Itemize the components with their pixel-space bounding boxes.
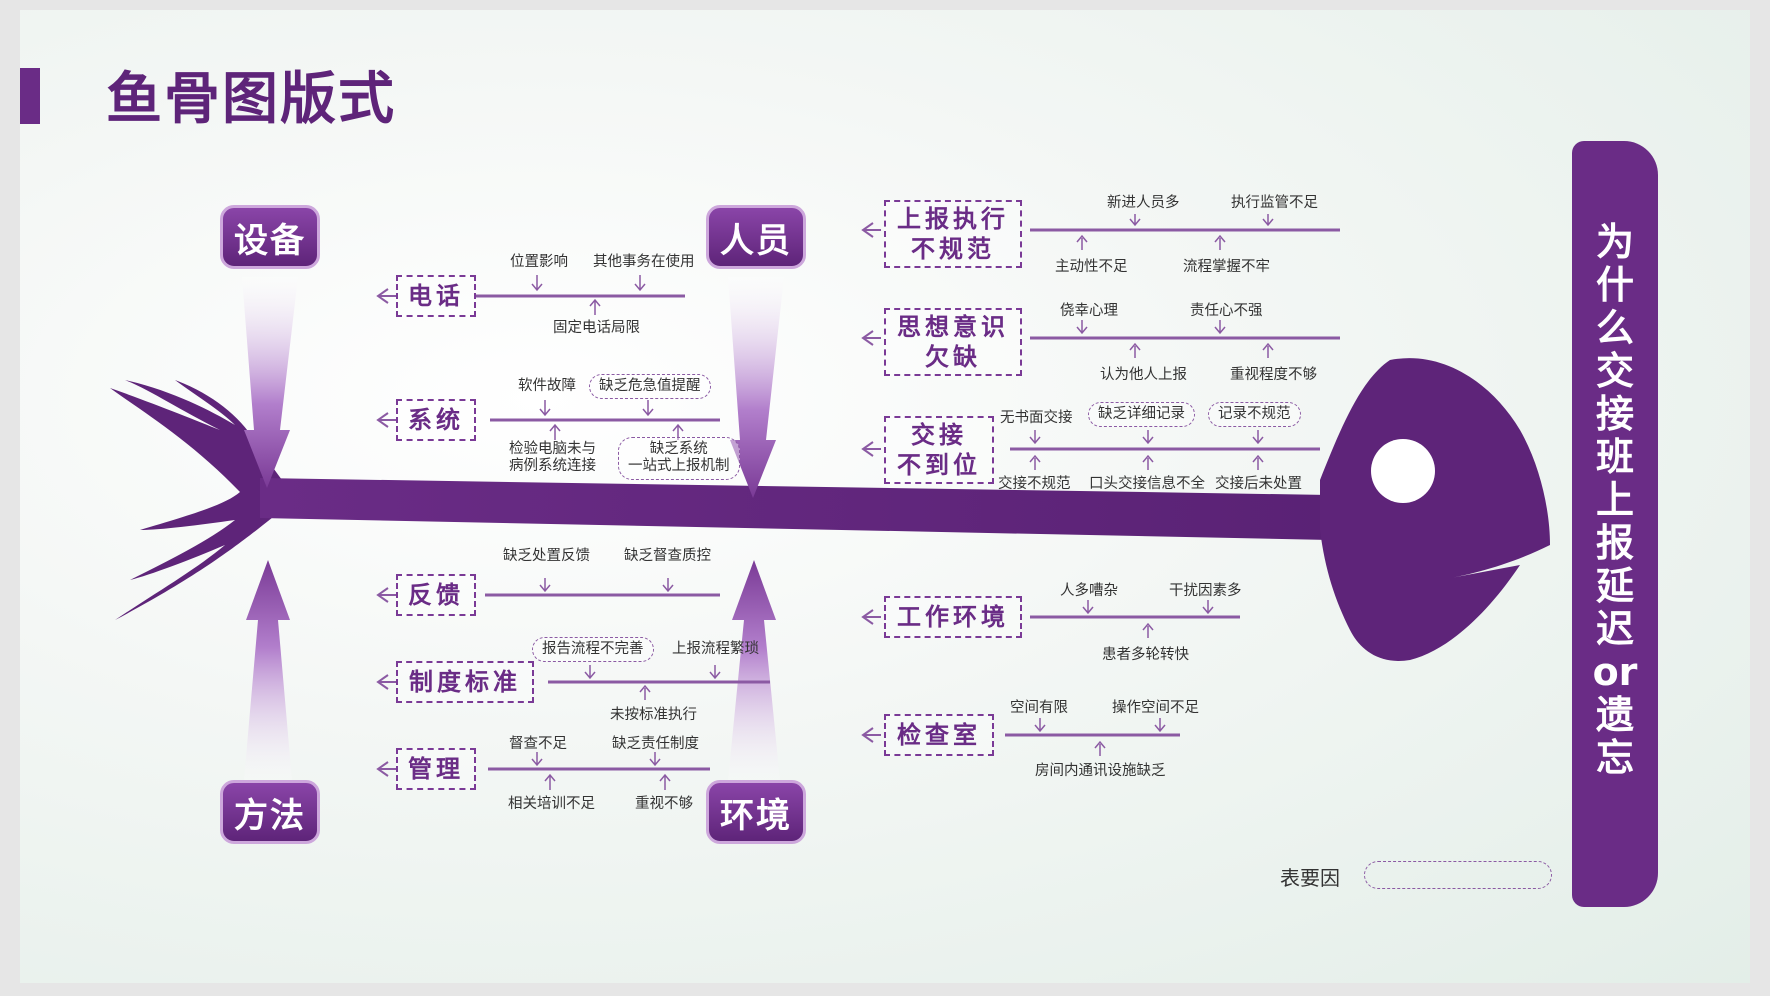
sub-cause: 其他事务在使用	[593, 254, 695, 270]
sub-cause-key: 缺乏详细记录	[1088, 402, 1195, 428]
sub-cause-key: 报告流程不完善	[532, 637, 654, 663]
pointer-arrows	[376, 222, 881, 777]
title-accent-bar	[20, 68, 40, 124]
cause-standard: 制度标准	[396, 661, 534, 703]
sub-cause: 相关培训不足	[508, 796, 595, 812]
category-personnel: 人员	[706, 205, 806, 269]
sub-cause: 督查不足	[509, 736, 567, 752]
sub-cause: 缺乏责任制度	[612, 736, 699, 752]
branch-lines	[475, 228, 1340, 771]
cause-handover: 交接 不到位	[884, 416, 994, 484]
sub-cause: 交接后未处置	[1215, 476, 1302, 492]
problem-char: 什	[1595, 263, 1634, 307]
fish-spine	[260, 478, 1330, 540]
problem-char: 报	[1595, 521, 1634, 565]
sub-cause-key: 缺乏系统 一站式上报机制	[618, 437, 740, 480]
problem-char: 遗	[1595, 693, 1634, 737]
fish-head	[1320, 358, 1550, 661]
cause-management: 管理	[396, 748, 476, 790]
category-equipment: 设备	[220, 205, 320, 269]
sub-cause: 固定电话局限	[553, 320, 640, 336]
cause-system: 系统	[396, 399, 476, 441]
sub-cause: 流程掌握不牢	[1183, 259, 1270, 275]
arrow-environment	[728, 560, 780, 780]
sub-cause: 主动性不足	[1055, 259, 1128, 275]
problem-char: 班	[1595, 435, 1634, 479]
problem-char: 上	[1595, 478, 1634, 522]
sub-cause: 认为他人上报	[1100, 367, 1187, 383]
category-method: 方法	[220, 780, 320, 844]
arrow-equipment	[242, 277, 298, 488]
fish-eye	[1371, 439, 1435, 503]
sub-cause-key: 记录不规范	[1208, 402, 1301, 428]
sub-cause: 检验电脑未与 病例系统连接	[509, 441, 596, 475]
sub-cause: 口头交接信息不全	[1089, 476, 1205, 492]
sub-cause-key: 缺乏危急值提醒	[589, 374, 711, 400]
slide: 鱼骨图版式 设备 人员 方法 环境 电话 系统 反馈 制度标准 管理 上报执行 …	[20, 10, 1750, 983]
sub-cause: 重视程度不够	[1230, 367, 1317, 383]
sub-cause: 上报流程繁琐	[672, 641, 759, 657]
cause-phone: 电话	[396, 275, 476, 317]
page-title: 鱼骨图版式	[106, 67, 396, 132]
fish-tail	[110, 380, 282, 620]
problem-char: 迟	[1595, 607, 1634, 651]
arrow-method	[244, 560, 292, 780]
problem-char: 接	[1595, 392, 1634, 436]
cause-exam-room: 检查室	[884, 714, 994, 756]
sub-cause: 无书面交接	[1000, 410, 1073, 426]
sub-cause: 执行监管不足	[1231, 195, 1318, 211]
sub-cause: 责任心不强	[1190, 303, 1263, 319]
sub-cause: 操作空间不足	[1112, 700, 1199, 716]
sub-cause: 位置影响	[510, 254, 568, 270]
problem-char: 交	[1595, 349, 1634, 393]
problem-char: or	[1592, 650, 1638, 694]
problem-char: 么	[1595, 306, 1634, 350]
problem-char: 为	[1595, 220, 1634, 264]
sub-cause: 空间有限	[1010, 700, 1068, 716]
cause-feedback: 反馈	[396, 574, 476, 616]
sub-cause: 缺乏督查质控	[624, 548, 711, 564]
sub-cause: 软件故障	[518, 378, 576, 394]
problem-char: 延	[1595, 564, 1634, 608]
legend-key-swatch	[1364, 861, 1552, 889]
sub-cause: 房间内通讯设施缺乏	[1035, 763, 1166, 779]
sub-cause: 干扰因素多	[1169, 583, 1242, 599]
legend-label: 表要因	[1280, 866, 1340, 890]
cause-mindset: 思想意识 欠缺	[884, 308, 1022, 376]
problem-char: 忘	[1595, 736, 1634, 780]
sub-cause: 患者多轮转快	[1102, 647, 1189, 663]
sub-cause: 新进人员多	[1107, 195, 1180, 211]
category-environment: 环境	[706, 780, 806, 844]
sub-cause: 人多嘈杂	[1060, 583, 1118, 599]
cause-work-environment: 工作环境	[884, 596, 1022, 638]
sub-cause: 交接不规范	[998, 476, 1071, 492]
arrow-personnel	[728, 277, 784, 498]
sub-cause: 未按标准执行	[610, 707, 697, 723]
fishbone-graphic	[110, 214, 1550, 790]
tick-arrows	[531, 214, 1274, 790]
sub-cause: 侥幸心理	[1060, 303, 1118, 319]
sub-cause: 重视不够	[635, 796, 693, 812]
cause-report-execution: 上报执行 不规范	[884, 200, 1022, 268]
sub-cause: 缺乏处置反馈	[503, 548, 590, 564]
